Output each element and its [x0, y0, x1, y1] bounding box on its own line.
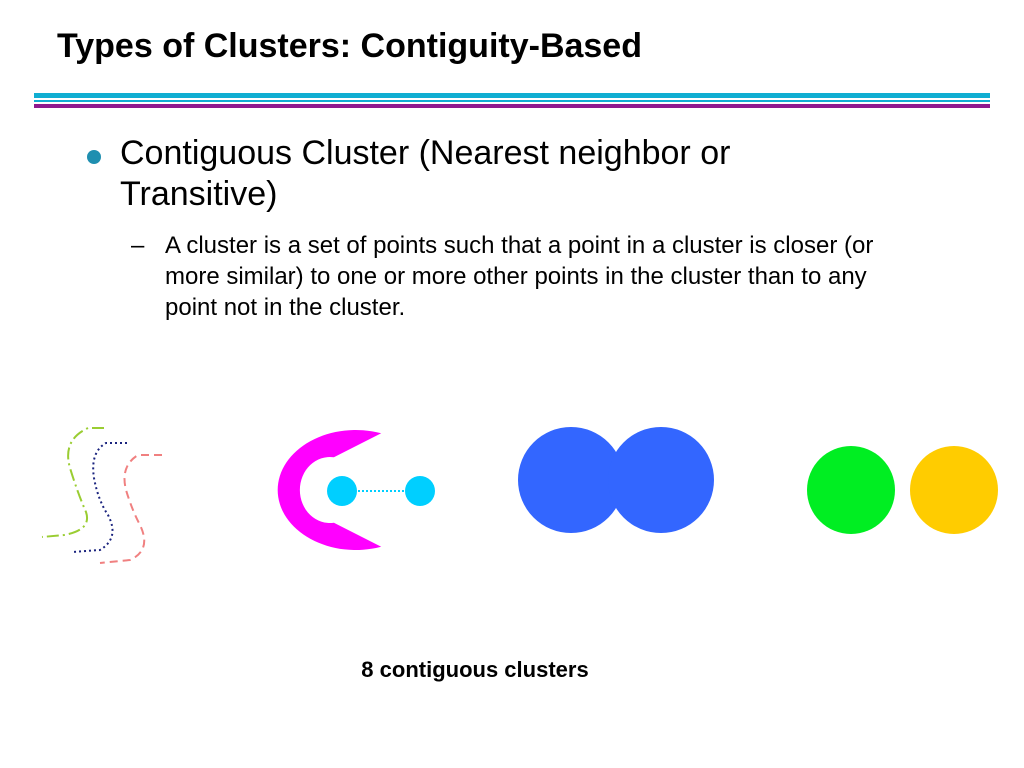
blue-circle-left	[518, 427, 624, 533]
yellow-circle	[910, 446, 998, 534]
figure-caption: 8 contiguous clusters	[361, 657, 589, 682]
small-dot-left	[327, 476, 357, 506]
main-bullet-text: Contiguous Cluster (Nearest neighbor or …	[120, 134, 731, 213]
dash-dot-curve	[41, 427, 104, 538]
bullet-dot-icon	[87, 150, 101, 164]
slide-title: Types of Clusters: Contiguity-Based	[57, 27, 642, 65]
dashed-curve	[99, 454, 162, 564]
dotted-curve	[71, 442, 127, 553]
sub-bullet-dash: –	[131, 232, 145, 259]
green-circle	[807, 446, 895, 534]
small-dot-right	[405, 476, 435, 506]
sub-bullet-text: A cluster is a set of points such that a…	[165, 232, 874, 321]
c-shape-cluster	[277, 430, 382, 550]
clusters-figure	[41, 427, 998, 564]
blue-circle-right	[608, 427, 714, 533]
title-rule-purple	[34, 104, 990, 108]
title-rule-cyan-thin	[34, 100, 990, 102]
title-rule-cyan	[34, 93, 990, 98]
